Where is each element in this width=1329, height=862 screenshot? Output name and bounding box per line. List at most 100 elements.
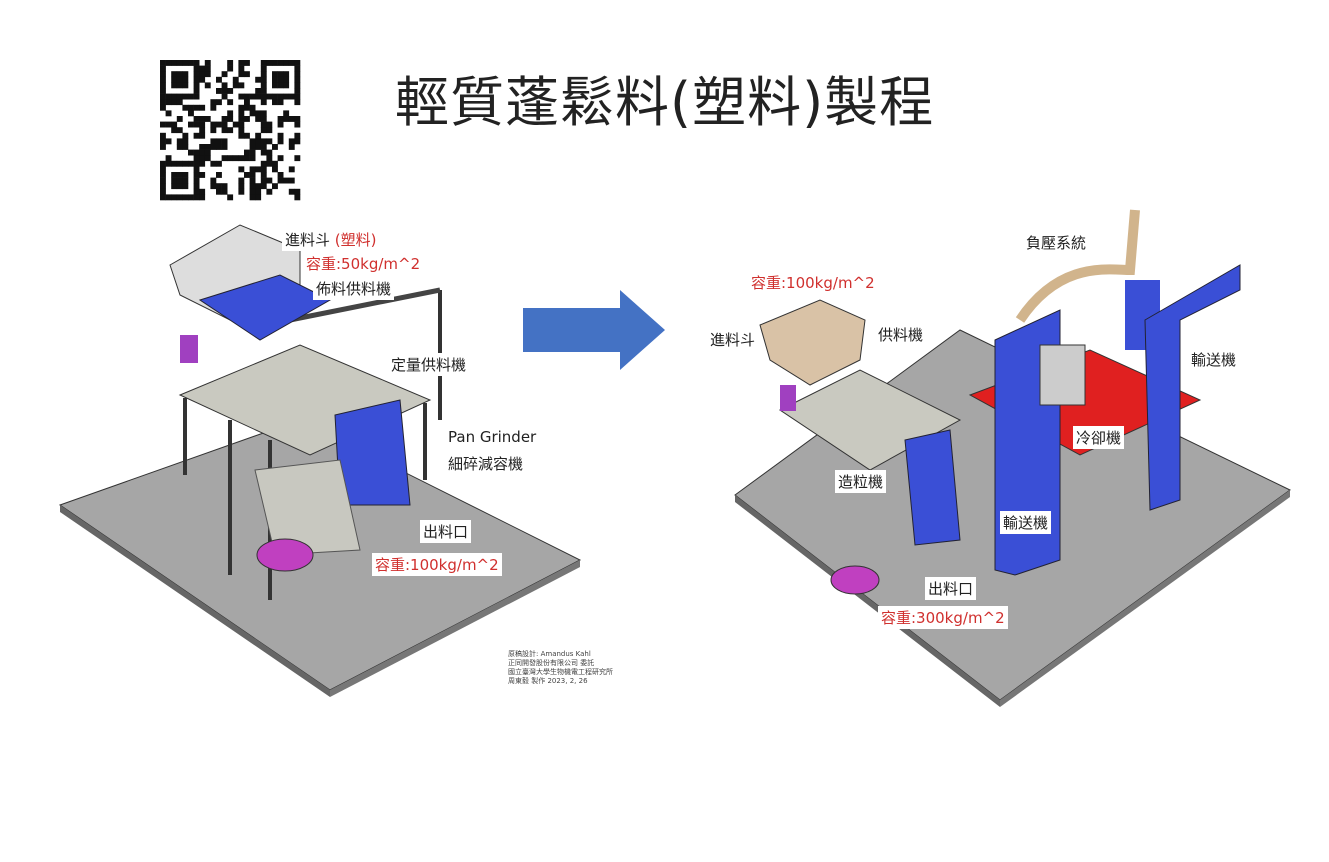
qr-module bbox=[176, 138, 183, 145]
qr-module bbox=[199, 149, 206, 156]
qr-module bbox=[193, 132, 200, 139]
qr-module bbox=[227, 65, 234, 72]
qr-module bbox=[227, 99, 234, 106]
qr-module bbox=[260, 76, 267, 83]
qr-module bbox=[193, 155, 200, 162]
qr-module bbox=[272, 60, 278, 66]
qr-module bbox=[277, 93, 284, 100]
right-hopper-label: 進料斗 bbox=[707, 328, 759, 351]
qr-module bbox=[283, 93, 290, 100]
qr-module bbox=[288, 116, 295, 122]
qr-module bbox=[232, 82, 239, 89]
qr-module bbox=[272, 160, 278, 167]
qr-module bbox=[193, 166, 200, 173]
qr-module bbox=[238, 104, 245, 111]
qr-module bbox=[171, 76, 178, 83]
qr-module bbox=[294, 132, 301, 139]
qr-module bbox=[260, 138, 267, 145]
right-outlet-label: 出料口 bbox=[925, 577, 977, 600]
qr-module bbox=[193, 121, 200, 128]
qr-module bbox=[238, 60, 245, 66]
qr-module bbox=[260, 82, 267, 89]
qr-module bbox=[160, 183, 166, 190]
qr-module bbox=[165, 99, 172, 106]
qr-module bbox=[204, 60, 211, 66]
qr-module bbox=[266, 188, 273, 195]
qr-module bbox=[272, 166, 278, 173]
qr-module bbox=[176, 60, 183, 66]
qr-module bbox=[283, 110, 290, 117]
left-outlet-ring bbox=[256, 538, 314, 572]
qr-module bbox=[188, 60, 194, 66]
qr-module bbox=[188, 121, 194, 128]
qr-module bbox=[255, 132, 262, 139]
spreader-feeder-label: 佈料供料機 bbox=[313, 277, 395, 300]
qr-module bbox=[294, 155, 301, 162]
qr-module bbox=[266, 149, 273, 156]
qr-module bbox=[171, 82, 178, 89]
qr-module bbox=[160, 188, 166, 195]
qr-module bbox=[255, 88, 262, 94]
qr-module bbox=[199, 144, 206, 150]
qr-module bbox=[216, 183, 222, 190]
qr-module bbox=[266, 177, 273, 184]
qr-module bbox=[260, 60, 267, 66]
qr-module bbox=[260, 65, 267, 72]
qr-module bbox=[221, 93, 228, 100]
qr-module bbox=[288, 166, 295, 173]
qr-module bbox=[171, 121, 178, 128]
qr-module bbox=[199, 127, 206, 134]
qr-module bbox=[272, 76, 278, 83]
qr-module bbox=[277, 132, 284, 139]
qr-module bbox=[277, 82, 284, 89]
left-outlet-density: 容重:100kg/m^2 bbox=[372, 553, 502, 576]
qr-module bbox=[232, 155, 239, 162]
qr-module bbox=[266, 127, 273, 134]
qr-module bbox=[216, 144, 222, 150]
qr-module bbox=[204, 82, 211, 89]
qr-module bbox=[176, 71, 183, 78]
qr-module bbox=[260, 71, 267, 78]
qr-module bbox=[238, 127, 245, 134]
qr-module bbox=[171, 127, 178, 134]
right-feeder-label: 供料機 bbox=[875, 323, 927, 346]
qr-module bbox=[227, 116, 234, 122]
qr-module bbox=[249, 172, 256, 178]
negative-pressure-label: 負壓系統 bbox=[1023, 231, 1090, 254]
qr-module bbox=[193, 160, 200, 167]
qr-module bbox=[160, 99, 166, 106]
qr-module bbox=[199, 194, 206, 201]
qr-module bbox=[283, 76, 290, 83]
qr-module bbox=[182, 172, 189, 178]
qr-module bbox=[283, 60, 290, 66]
qr-module bbox=[277, 71, 284, 78]
right-granulator bbox=[904, 429, 961, 546]
qr-module bbox=[160, 166, 166, 173]
qr-module bbox=[165, 160, 172, 167]
qr-module bbox=[260, 183, 267, 190]
qr-module bbox=[244, 104, 250, 111]
qr-module bbox=[160, 93, 166, 100]
qr-module bbox=[182, 177, 189, 184]
qr-module bbox=[193, 116, 200, 122]
qr-module bbox=[199, 116, 206, 122]
qr-module bbox=[165, 138, 172, 145]
qr-module bbox=[244, 71, 250, 78]
credit-line: 周東毅 製作 2023, 2, 26 bbox=[508, 677, 588, 685]
qr-module bbox=[176, 183, 183, 190]
qr-module bbox=[182, 60, 189, 66]
qr-module bbox=[199, 132, 206, 139]
qr-module bbox=[160, 82, 166, 89]
qr-module bbox=[277, 76, 284, 83]
qr-module bbox=[199, 188, 206, 195]
qr-module bbox=[294, 188, 301, 195]
qr-module bbox=[227, 88, 234, 94]
qr-module bbox=[249, 93, 256, 100]
qr-module bbox=[160, 65, 166, 72]
qr-module bbox=[283, 177, 290, 184]
qr-module bbox=[238, 132, 245, 139]
qr-module bbox=[249, 138, 256, 145]
qr-module bbox=[272, 93, 278, 100]
qr-module bbox=[244, 149, 250, 156]
qr-module bbox=[260, 93, 267, 100]
